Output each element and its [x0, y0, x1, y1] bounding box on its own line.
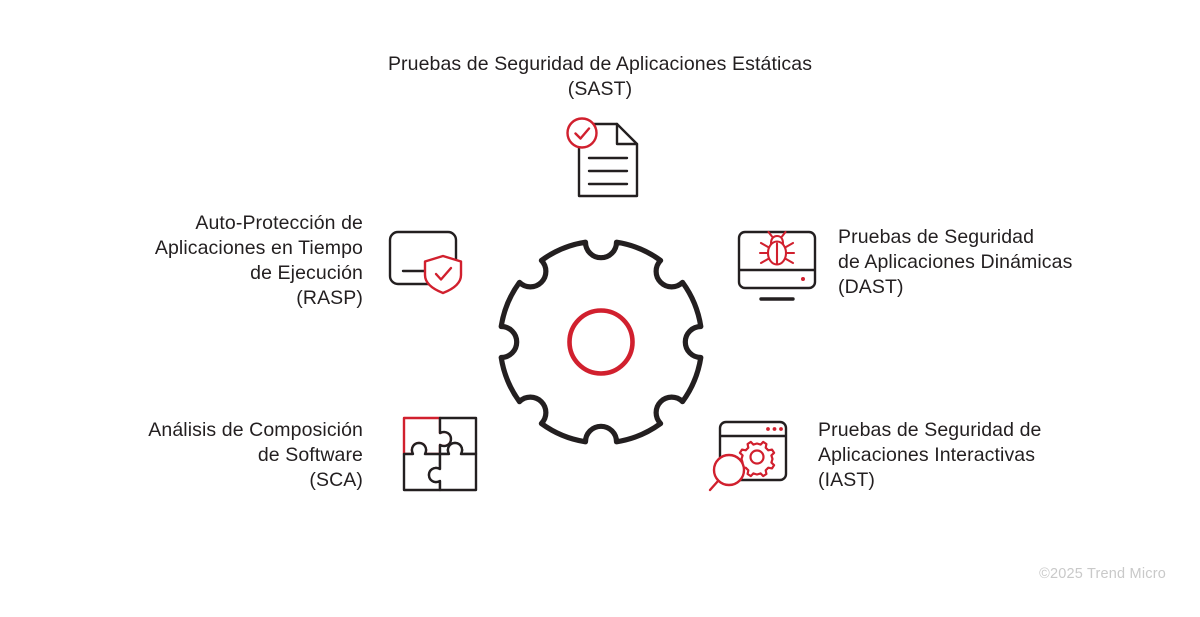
document-check-icon: [555, 108, 651, 206]
screen-shield-check-icon: [381, 224, 477, 306]
puzzle-pieces-icon: [398, 412, 482, 496]
monitor-bug-icon: [733, 226, 821, 308]
copyright-text: ©2025 Trend Micro: [1039, 566, 1166, 582]
node-label-rasp: Auto-Protección de Aplicaciones en Tiemp…: [154, 212, 363, 309]
gear-inner-circle: [567, 308, 635, 376]
node-label-iast: Pruebas de Seguridad de Aplicaciones Int…: [818, 419, 1042, 491]
node-label-sca: Análisis de Composición de Software (SCA…: [148, 419, 363, 491]
node-label-sast: Pruebas de Seguridad de Aplicaciones Est…: [387, 53, 813, 100]
node-label-dast: Pruebas de Seguridad de Aplicaciones Din…: [838, 226, 1073, 298]
gear-hub: [489, 230, 713, 454]
browser-gear-magnifier-icon: [702, 412, 798, 500]
